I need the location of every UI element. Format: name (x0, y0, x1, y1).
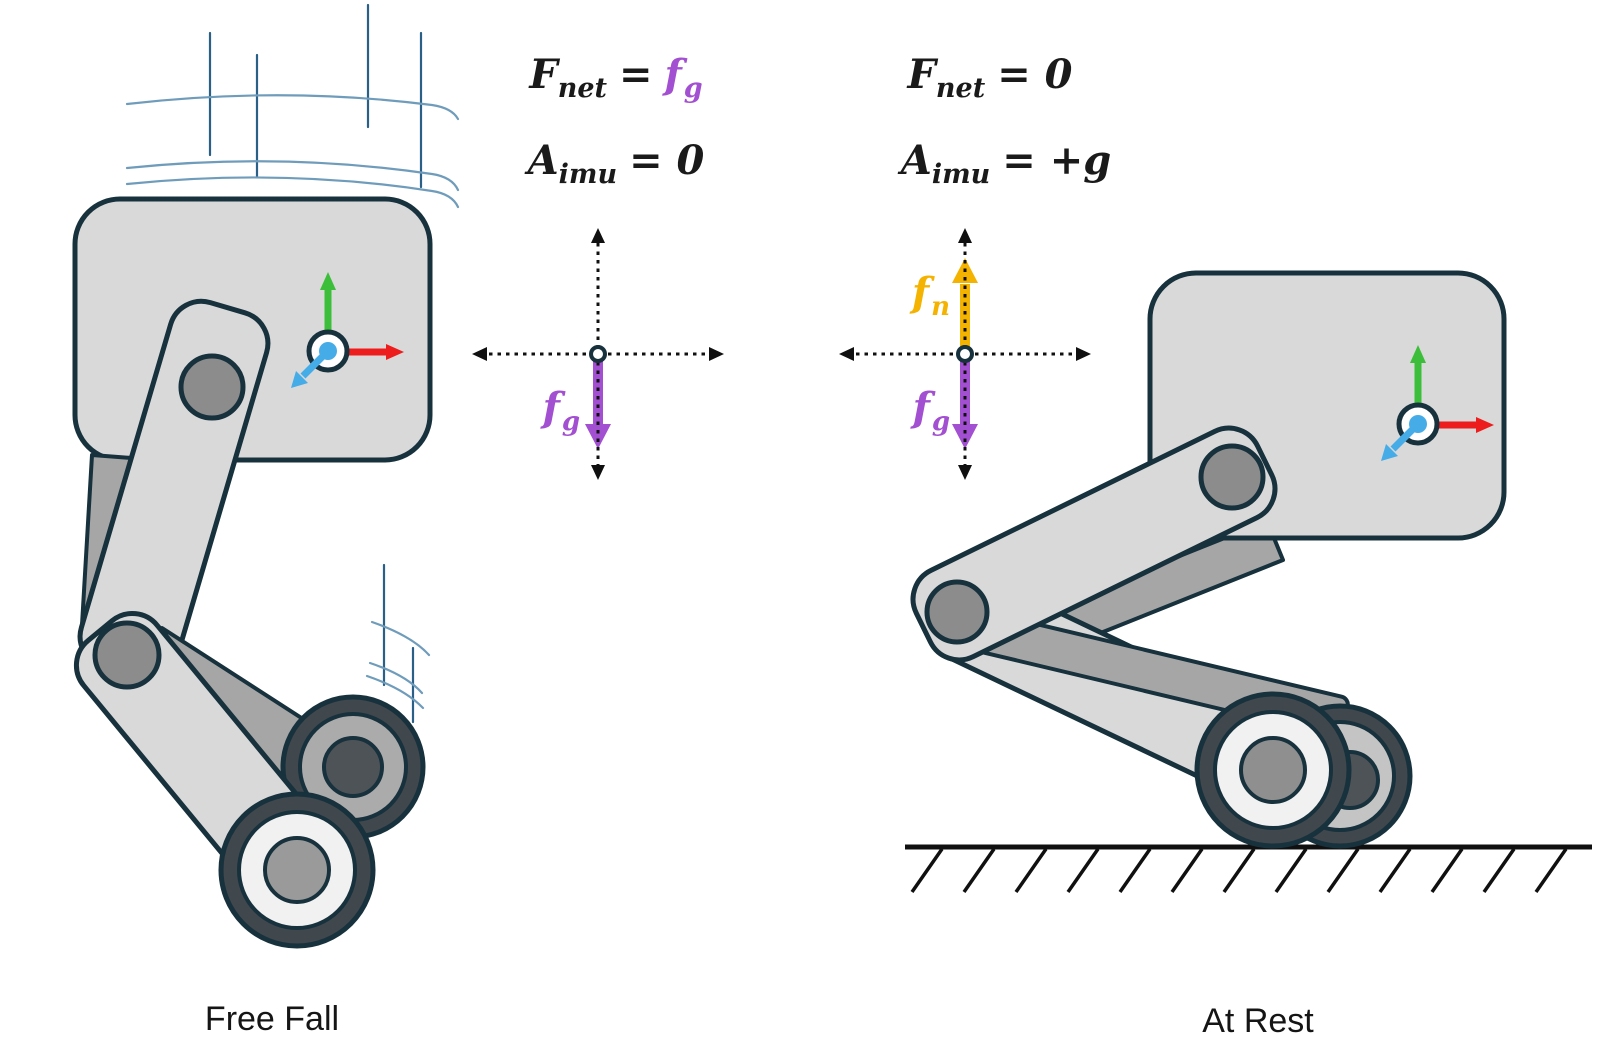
knee-joint-left (92, 620, 162, 690)
caption-at-rest: At Rest (1202, 1002, 1314, 1040)
equation-aimu-left: Aimu= 0 (524, 137, 705, 190)
knee-joint-right (924, 579, 990, 645)
gravity-force-arrow (952, 356, 978, 449)
equation-fnet-left: Fnet=fg (528, 51, 702, 104)
front-wheel-left (218, 791, 376, 949)
hip-joint-right (1198, 443, 1266, 511)
ground (905, 844, 1592, 894)
motion-lines-wheel-icon (365, 563, 431, 724)
hip-joint-left (178, 353, 246, 421)
free-fall-scene: Free Fall (72, 3, 460, 1038)
origin-point (956, 345, 974, 363)
up-axis-arrow-icon (320, 272, 336, 330)
gravity-force-arrow (585, 356, 611, 449)
imu-frame-left (291, 272, 404, 388)
out-axis-arrow-icon (1381, 421, 1421, 461)
front-wheel-right (1194, 691, 1352, 849)
imu-frame-right (1381, 345, 1494, 461)
force-diagram-free-fall: fg (472, 228, 724, 480)
right-axis-arrow-icon (348, 344, 404, 360)
origin-point (589, 345, 607, 363)
out-axis-arrow-icon (291, 348, 331, 388)
at-rest-scene: At Rest (905, 270, 1592, 1040)
upper-leg-link-right (910, 425, 1278, 663)
equation-aimu-right: Aimu= +g (897, 137, 1111, 190)
caption-free-fall: Free Fall (205, 1000, 339, 1038)
up-axis-arrow-icon (1410, 345, 1426, 403)
force-diagram-at-rest: fn fg (839, 228, 1091, 480)
right-axis-arrow-icon (1438, 417, 1494, 433)
gravity-force-label: fg (910, 384, 950, 437)
motion-lines-top-icon (125, 3, 460, 209)
ground-hatching (910, 847, 1568, 894)
gravity-force-label: fg (540, 384, 580, 437)
equation-fnet-right: Fnet= 0 (907, 51, 1073, 104)
normal-force-label: fn (909, 269, 950, 322)
